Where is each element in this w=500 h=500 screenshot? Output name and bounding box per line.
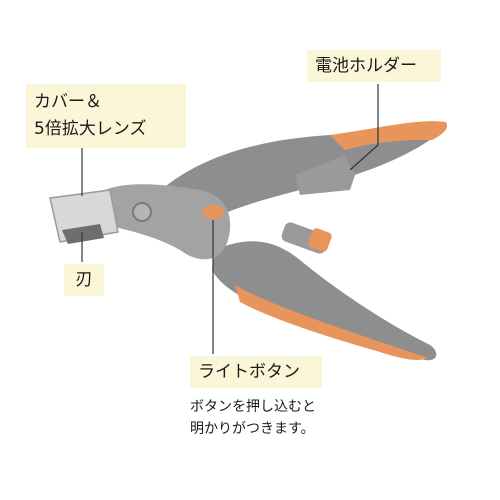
- description-line1: ボタンを押し込むと: [190, 399, 316, 415]
- battery-holder-shape: [295, 155, 355, 195]
- lower-handle: [212, 241, 437, 361]
- lower-handle-accent: [235, 285, 428, 360]
- label-battery-holder: 電池ホルダー: [307, 50, 441, 82]
- label-blade: 刃: [64, 264, 104, 296]
- label-cover-lens-line2: 5倍拡大レンズ: [34, 119, 147, 139]
- label-cover-lens: カバー＆ 5倍拡大レンズ: [26, 84, 186, 148]
- label-blade-text: 刃: [75, 269, 93, 290]
- description-line2: 明かりがつきます。: [190, 421, 315, 437]
- leader-battery-holder-diag: [349, 144, 379, 171]
- upper-handle-accent: [330, 121, 448, 150]
- label-light-button: ライトボタン: [190, 356, 322, 388]
- pivot-screw: [132, 202, 152, 222]
- label-cover-lens-line1: カバー＆: [34, 92, 102, 112]
- label-battery-holder-text: 電池ホルダー: [315, 55, 417, 76]
- label-light-button-text: ライトボタン: [198, 361, 300, 382]
- light-button-shape: [202, 205, 224, 219]
- light-button-description: ボタンを押し込むと 明かりがつきます。: [190, 396, 316, 440]
- clipper-body: [105, 184, 231, 260]
- spring-knob-tip: [308, 228, 332, 252]
- blade-shape: [62, 224, 104, 244]
